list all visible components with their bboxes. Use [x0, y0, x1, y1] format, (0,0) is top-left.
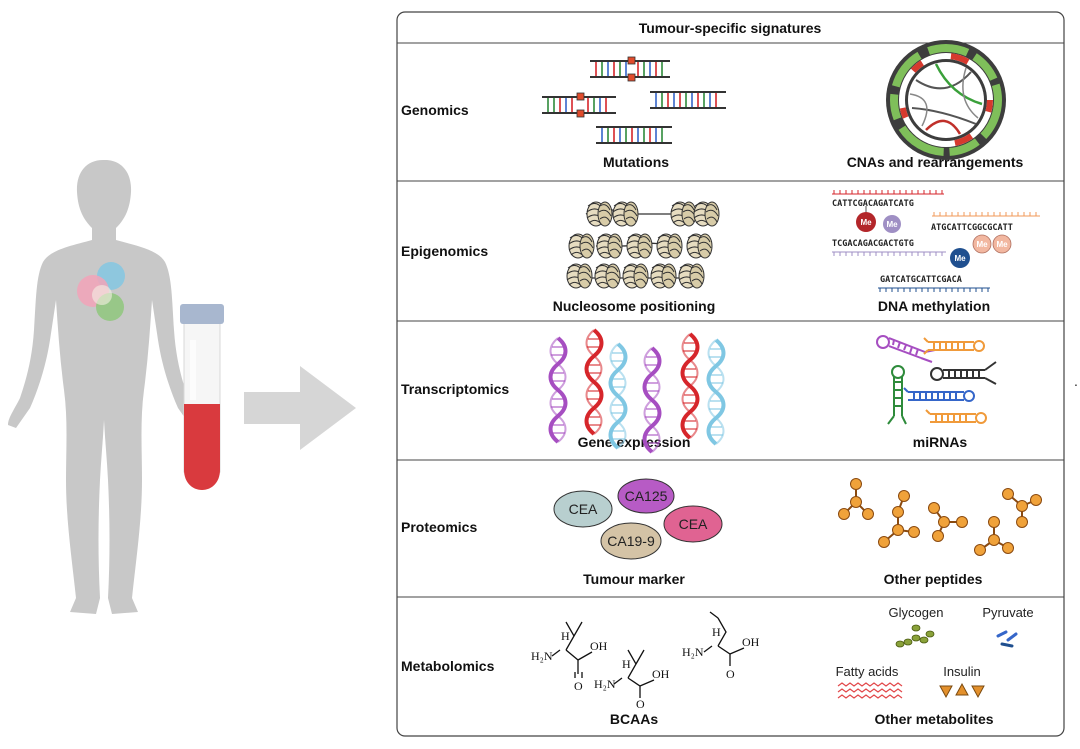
- svg-text:Me: Me: [976, 240, 988, 249]
- svg-text:OH: OH: [742, 635, 760, 649]
- marker-oval-ca199: [600, 522, 662, 560]
- caption-mutations: Mutations: [603, 154, 669, 170]
- svg-text:Me: Me: [886, 220, 898, 229]
- caption-gene-expression: Gene expression: [578, 434, 691, 450]
- row-label-epigenomics: Epigenomics: [401, 243, 488, 259]
- other-peptides-icon: [837, 477, 1043, 557]
- label-fatty-acids: Fatty acids: [836, 664, 899, 679]
- mutations-dna-icon: [542, 56, 726, 144]
- caption-other-peptides: Other peptides: [884, 571, 983, 587]
- dna-methylation-icon: CATTCGACAGATCATG ATGCATTCGGCGCATT TCGACA…: [832, 190, 1040, 292]
- row-label-genomics: Genomics: [401, 102, 469, 118]
- caption-bcaas: BCAAs: [610, 711, 658, 727]
- signatures-panel: [396, 11, 1065, 737]
- caption-nucleosome: Nucleosome positioning: [553, 298, 716, 314]
- svg-text:OH: OH: [590, 639, 608, 653]
- bcaa-structures-icon: [551, 611, 745, 698]
- marker-label-ca199: CA19-9: [607, 533, 655, 549]
- methylation-seq-1: CATTCGACAGATCATG: [832, 199, 914, 209]
- caption-other-metabolites: Other metabolites: [874, 711, 993, 727]
- svg-text:H: H: [561, 629, 570, 643]
- methylation-seq-4: GATCATGCATTCGACA: [880, 275, 962, 285]
- row-label-proteomics: Proteomics: [401, 519, 477, 535]
- flow-arrow-icon: [244, 366, 356, 450]
- nucleosome-icon: [566, 201, 720, 289]
- glycogen-icon: [895, 624, 935, 648]
- svg-text:H: H: [712, 625, 721, 639]
- stray-dot: .: [1074, 373, 1078, 389]
- svg-text:Me: Me: [954, 254, 966, 263]
- tumour-cells-icon: [77, 262, 125, 321]
- marker-oval-cea-2: [663, 505, 723, 543]
- marker-label-cea-2: CEA: [679, 516, 708, 532]
- human-silhouette-icon: [8, 160, 200, 614]
- row-label-metabolomics: Metabolomics: [401, 658, 495, 674]
- caption-dna-methylation: DNA methylation: [878, 298, 990, 314]
- blood-tube-icon: [180, 304, 224, 490]
- marker-label-cea-1: CEA: [569, 501, 598, 517]
- mirna-hairpins-icon: [876, 335, 997, 425]
- panel-title: Tumour-specific signatures: [639, 20, 822, 36]
- svg-text:OH: OH: [652, 667, 670, 681]
- caption-cnas: CNAs and rearrangements: [847, 154, 1024, 170]
- svg-text:H: H: [622, 657, 631, 671]
- methylation-seq-3: TCGACAGACGACTGTG: [832, 239, 914, 249]
- marker-label-ca125: CA125: [625, 488, 668, 504]
- caption-mirnas: miRNAs: [913, 434, 968, 450]
- pyruvate-icon: [996, 630, 1018, 648]
- label-insulin: Insulin: [943, 664, 981, 679]
- svg-text:Me: Me: [996, 240, 1008, 249]
- svg-text:O: O: [574, 679, 583, 693]
- marker-oval-ca125: [617, 478, 675, 514]
- svg-text:H₂N: H₂N: [594, 677, 616, 691]
- svg-text:H₂N: H₂N: [531, 649, 553, 663]
- insulin-icon: [939, 682, 985, 699]
- svg-text:O: O: [636, 697, 645, 711]
- label-glycogen: Glycogen: [889, 605, 944, 620]
- row-label-transcriptomics: Transcriptomics: [401, 381, 509, 397]
- circos-plot-icon: [886, 40, 1006, 160]
- label-pyruvate: Pyruvate: [982, 605, 1033, 620]
- svg-text:Me: Me: [860, 218, 872, 227]
- caption-tumour-marker: Tumour marker: [583, 571, 685, 587]
- tumour-marker-ovals: CEA CA125 CEA CA19-9: [553, 478, 723, 560]
- svg-text:O: O: [726, 667, 735, 681]
- fatty-acids-icon: [837, 682, 903, 699]
- marker-oval-cea-1: [553, 490, 613, 528]
- bcaa-atom-labels: H H₂N OH O H H₂N OH O H H₂N OH O: [531, 625, 760, 711]
- svg-text:H₂N: H₂N: [682, 645, 704, 659]
- methylation-seq-2: ATGCATTCGGCGCATT: [931, 223, 1013, 233]
